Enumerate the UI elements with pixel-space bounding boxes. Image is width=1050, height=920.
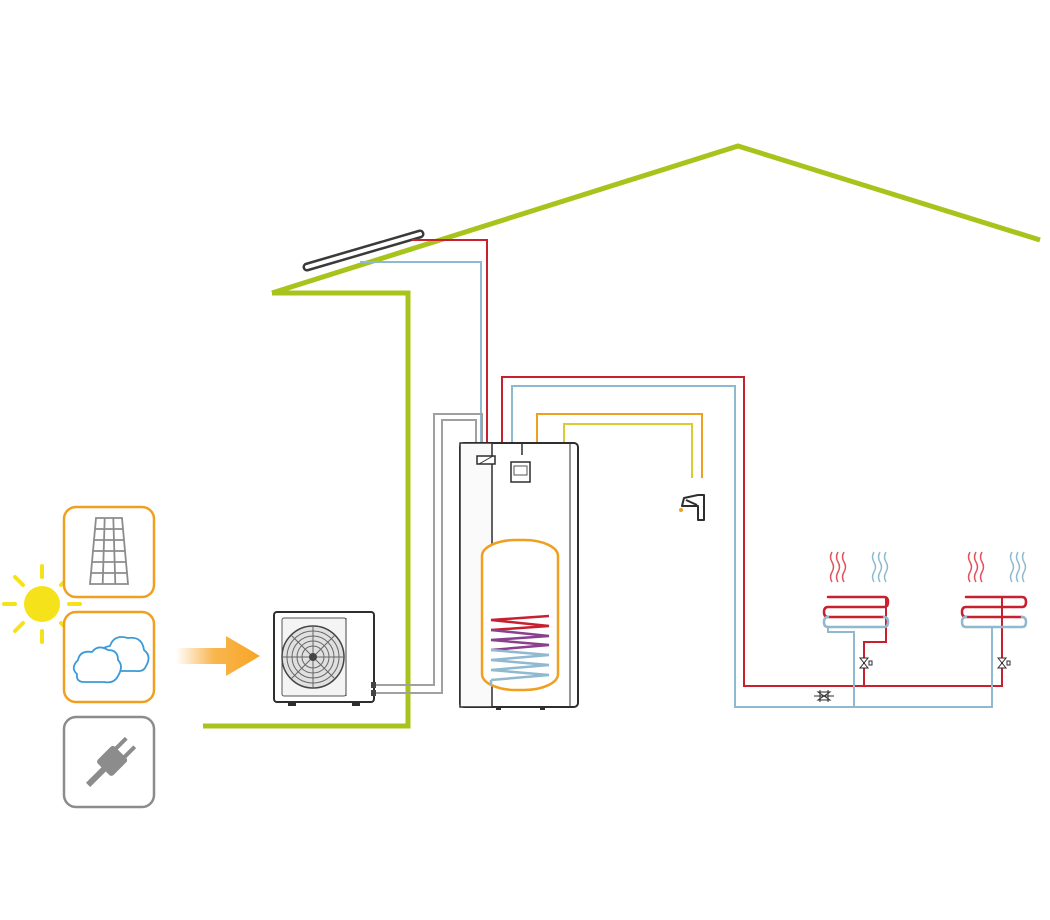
refrigerant-pipe-inner — [374, 413, 483, 686]
solar-panel-icon — [89, 517, 129, 585]
house-outline — [203, 143, 1041, 729]
faucet-icon — [679, 494, 705, 521]
heat-waves-right-hot — [967, 551, 985, 583]
house-wall — [203, 290, 411, 729]
storage-tank-icon — [480, 538, 560, 692]
tap-cold-pipe — [563, 423, 693, 672]
ambient-air-source-card — [62, 610, 156, 704]
bypass-valve — [814, 690, 834, 702]
solar-hot-pipe — [412, 239, 488, 495]
radiator-icon — [822, 595, 1028, 629]
clouds-icon — [72, 636, 150, 684]
house-roof — [271, 143, 1041, 296]
heat-pump-refrigerant-pipes — [374, 413, 483, 694]
radiator-left — [822, 595, 890, 629]
refrigerant-pipe-outer — [374, 419, 477, 694]
radiator-valve-left — [858, 657, 873, 669]
radiator-valve-right — [996, 657, 1011, 669]
outdoor-unit-icon — [273, 611, 376, 706]
heating-circuit-pipes — [501, 376, 1022, 708]
radiator-1-return-branch — [827, 627, 855, 707]
radiator-1-flow-branch — [863, 597, 887, 686]
heat-waves-right-cool — [1009, 551, 1027, 583]
grid-power-source-card — [62, 715, 156, 809]
fan-icon — [281, 625, 345, 689]
solar-panel-source-card — [62, 505, 156, 599]
radiator-right — [960, 595, 1028, 629]
plug-icon — [85, 736, 137, 788]
heating-return-pipe — [511, 385, 1022, 708]
indoor-unit — [459, 442, 579, 710]
control-display-icon — [510, 461, 531, 483]
valve-icon — [814, 657, 1011, 702]
heat-waves-left-hot — [829, 551, 847, 583]
mixing-valve-icon — [476, 455, 496, 465]
heat-waves-left-cool — [871, 551, 889, 583]
heat-wave-icon — [829, 551, 1027, 583]
arrow-icon — [176, 636, 260, 676]
solar-collector-icon — [302, 229, 425, 272]
